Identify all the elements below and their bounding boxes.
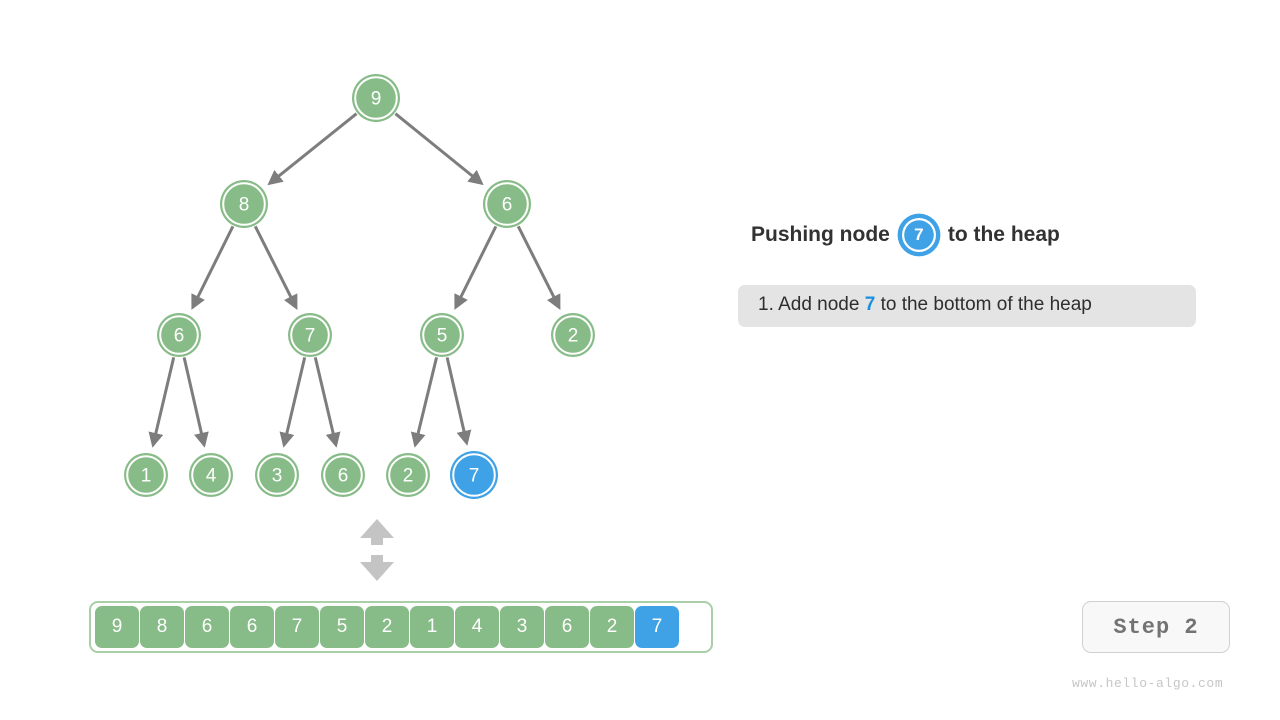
tree-node[interactable]: 2 (551, 313, 595, 357)
tree-node-label: 1 (141, 466, 152, 487)
step-description-suffix: to the bottom of the heap (880, 294, 1092, 315)
array-cell[interactable]: 5 (320, 606, 364, 648)
tree-node[interactable]: 6 (157, 313, 201, 357)
array-cell[interactable]: 4 (455, 606, 499, 648)
operation-title: Pushing node 7 to the heap (751, 218, 1060, 252)
tree-node[interactable]: 9 (352, 74, 400, 122)
tree-node-label: 3 (272, 466, 283, 487)
tree-node-inner-ring (422, 315, 462, 355)
tree-edge (516, 225, 561, 310)
tree-edge (313, 357, 341, 448)
array-cell[interactable]: 6 (545, 606, 589, 648)
tree-node-inner-ring (452, 453, 496, 497)
tree-node[interactable]: 5 (420, 313, 464, 357)
tree-node[interactable]: 6 (321, 453, 365, 497)
step-counter-badge: Step 2 (1082, 601, 1230, 653)
tree-node[interactable]: 4 (189, 453, 233, 497)
tree-node[interactable]: 2 (386, 453, 430, 497)
tree-node-inner-ring (553, 315, 593, 355)
tree-node-label: 7 (305, 326, 316, 347)
tree-node[interactable]: 3 (255, 453, 299, 497)
tree-node-label: 2 (568, 326, 579, 347)
tree-edge (410, 356, 439, 448)
tree-node-inner-ring (323, 455, 363, 495)
array-cell[interactable]: 2 (365, 606, 409, 648)
step-description-box: 1. Add node 7 to the bottom of the heap (738, 285, 1196, 327)
operation-title-prefix: Pushing node (751, 223, 890, 246)
tree-edge (182, 357, 209, 448)
tree-node-inner-ring (257, 455, 297, 495)
array-cell[interactable]: 9 (95, 606, 139, 648)
tree-edge (454, 225, 498, 310)
pushed-node-badge: 7 (901, 218, 936, 252)
tree-node-inner-ring (191, 455, 231, 495)
array-cell[interactable]: 3 (500, 606, 544, 648)
array-cell[interactable]: 6 (230, 606, 274, 648)
tree-node-label: 6 (502, 195, 513, 216)
array-cell[interactable]: 7 (275, 606, 319, 648)
tree-edge (191, 225, 235, 310)
array-cell[interactable]: 7 (635, 606, 679, 648)
tree-node[interactable]: 7 (450, 451, 498, 499)
array-cell[interactable]: 1 (410, 606, 454, 648)
double-headed-vertical-arrow-icon (360, 519, 394, 581)
binary-heap-tree: 9 8 6 6 7 5 2 1 4 3 6 2 7 (124, 74, 595, 499)
tree-node-label: 7 (469, 466, 480, 487)
watermark-text: www.hello-algo.com (1072, 676, 1224, 691)
tree-edge (267, 112, 358, 186)
tree-node-inner-ring (126, 455, 166, 495)
array-cell[interactable]: 6 (185, 606, 229, 648)
tree-edge (279, 357, 307, 448)
tree-edge (148, 357, 176, 448)
step-description-prefix: 1. Add node (758, 294, 860, 315)
tree-node[interactable]: 7 (288, 313, 332, 357)
tree-node-label: 2 (403, 466, 414, 487)
tree-node-inner-ring (388, 455, 428, 495)
tree-node[interactable]: 6 (483, 180, 531, 228)
tree-node-inner-ring (222, 182, 266, 226)
tree-node-inner-ring (354, 76, 398, 120)
array-cell[interactable]: 8 (140, 606, 184, 648)
tree-node-inner-ring (159, 315, 199, 355)
tree-node-label: 8 (239, 195, 250, 216)
tree-node-label: 6 (338, 466, 349, 487)
tree-node-label: 5 (437, 326, 448, 347)
tree-node-label: 4 (206, 466, 217, 487)
tree-edge (394, 112, 484, 186)
operation-title-suffix: to the heap (947, 223, 1060, 246)
tree-edges (148, 112, 561, 448)
tree-node[interactable]: 1 (124, 453, 168, 497)
tree-node-inner-ring (485, 182, 529, 226)
step-description-value: 7 (864, 294, 876, 315)
tree-edge (253, 225, 298, 310)
tree-node-label: 6 (174, 326, 185, 347)
tree-edge (445, 357, 472, 446)
tree-nodes: 9 8 6 6 7 5 2 1 4 3 6 2 7 (124, 74, 595, 499)
array-cell[interactable]: 2 (590, 606, 634, 648)
tree-node-label: 9 (371, 89, 382, 110)
tree-node-inner-ring (290, 315, 330, 355)
tree-node[interactable]: 8 (220, 180, 268, 228)
